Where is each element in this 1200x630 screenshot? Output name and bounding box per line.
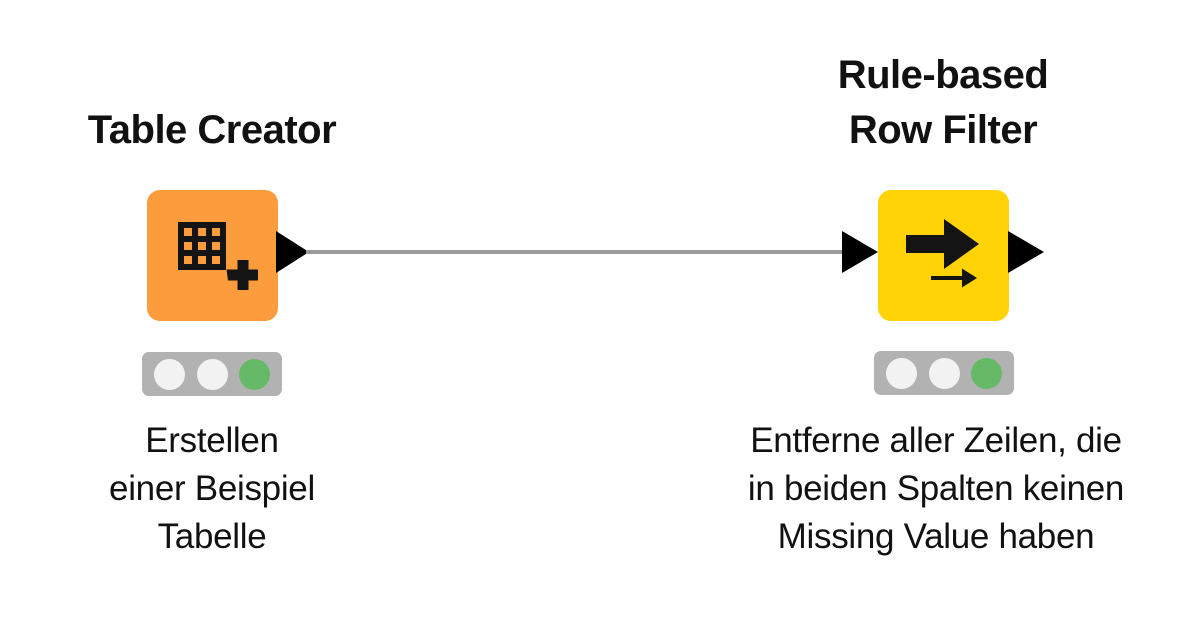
node-title-line: Row Filter — [848, 108, 1038, 152]
connection-edge[interactable] — [306, 250, 844, 254]
input-port-rule-based-row-filter[interactable] — [842, 231, 878, 273]
annotation-line: Missing Value haben — [777, 517, 1095, 556]
status-light-yellow-off — [196, 358, 228, 390]
status-traffic-light-rule-based-row-filter — [874, 351, 1014, 395]
node-title-line: Table Creator — [87, 108, 337, 152]
status-light-red-off — [885, 357, 917, 389]
node-table-creator[interactable] — [147, 190, 278, 321]
output-port-table-creator[interactable] — [276, 231, 309, 273]
node-title-rule-based-row-filter[interactable]: Rule-based Row Filter — [763, 48, 1123, 158]
annotation-line: einer Beispiel — [109, 469, 315, 508]
status-light-green-on — [971, 357, 1003, 389]
status-light-yellow-off — [928, 357, 960, 389]
node-rule-based-row-filter[interactable] — [878, 190, 1009, 321]
annotation-line: Entferne aller Zeilen, die — [750, 421, 1122, 460]
annotation-line: Tabelle — [157, 517, 267, 556]
status-light-green-on — [239, 358, 271, 390]
node-annotation-table-creator[interactable]: Erstellen einer Beispiel Tabelle — [32, 417, 392, 561]
node-annotation-rule-based-row-filter[interactable]: Entferne aller Zeilen, die in beiden Spa… — [666, 417, 1200, 561]
double-arrow-right-icon — [878, 190, 1009, 321]
node-title-table-creator[interactable]: Table Creator — [32, 103, 392, 158]
output-port-rule-based-row-filter[interactable] — [1008, 231, 1044, 273]
table-grid-plus-icon — [147, 190, 278, 321]
annotation-line: in beiden Spalten keinen — [747, 469, 1125, 508]
annotation-line: Erstellen — [145, 421, 279, 460]
node-title-line: Rule-based — [837, 53, 1049, 97]
status-traffic-light-table-creator — [142, 352, 282, 396]
status-light-red-off — [153, 358, 185, 390]
